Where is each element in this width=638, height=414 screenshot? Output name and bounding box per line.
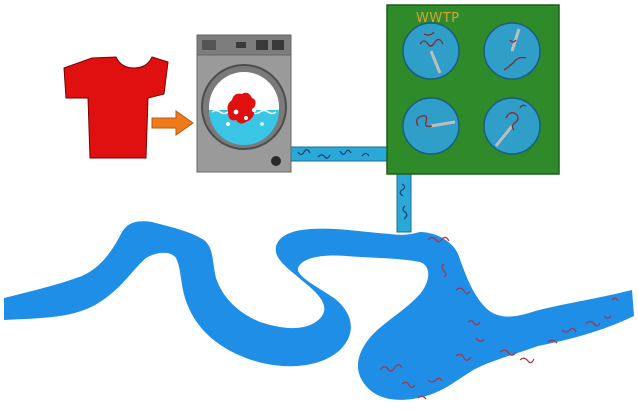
river-body bbox=[4, 221, 634, 400]
wwtp-plant: WWTP bbox=[387, 5, 559, 174]
arrow-icon bbox=[152, 111, 193, 135]
treatment-tank bbox=[484, 98, 540, 154]
pipe-machine-to-wwtp bbox=[288, 147, 388, 161]
river bbox=[4, 221, 634, 400]
tshirt-icon bbox=[64, 57, 168, 158]
treatment-tank bbox=[484, 23, 540, 79]
treatment-tank bbox=[403, 98, 459, 154]
washing-machine-icon bbox=[197, 35, 291, 172]
treatment-tank bbox=[403, 23, 459, 79]
pipe-wwtp-to-river bbox=[397, 172, 411, 232]
